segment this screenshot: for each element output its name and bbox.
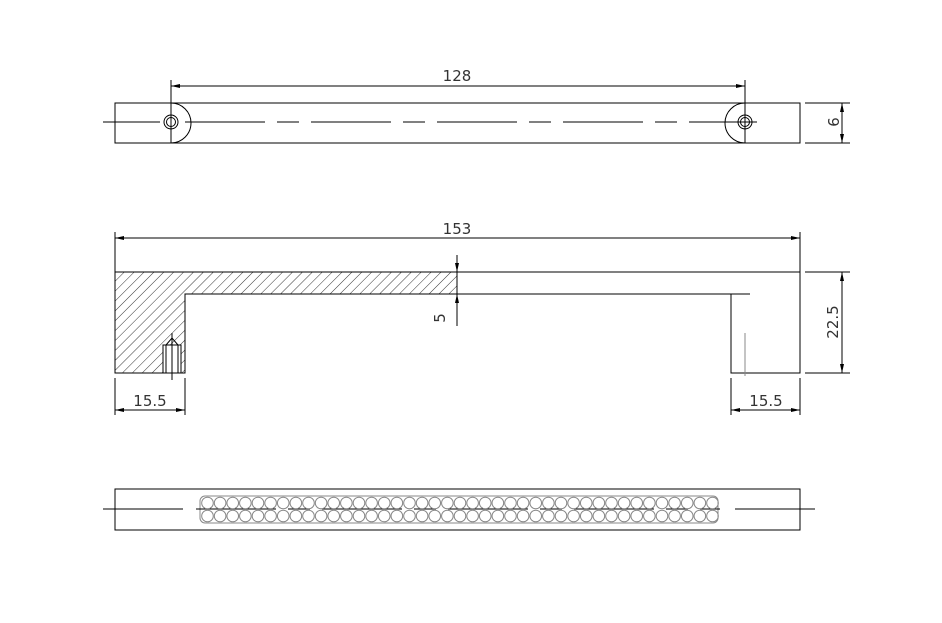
- crystal-stone: [352, 496, 366, 510]
- crystal-stone: [529, 496, 543, 510]
- dim-hole-spacing: 128: [443, 67, 472, 85]
- crystal-stone: [226, 509, 240, 523]
- crystal-stone: [352, 509, 366, 523]
- crystal-stone: [403, 496, 416, 510]
- dim-left-leg: 15.5: [133, 392, 166, 410]
- crystal-stone: [415, 496, 429, 510]
- crystal-stone: [655, 496, 669, 510]
- crystal-stone: [478, 509, 492, 523]
- crystal-stone: [390, 496, 404, 510]
- crystal-stone: [365, 509, 378, 523]
- crystal-stone: [213, 509, 227, 523]
- crystal-stone: [643, 496, 656, 510]
- crystal-stone: [567, 509, 580, 523]
- crystal-stone: [605, 496, 618, 510]
- crystal-stone: [390, 509, 404, 523]
- crystal-stone: [302, 496, 315, 510]
- crystal-stone: [239, 496, 252, 510]
- crystal-stone: [630, 509, 644, 523]
- dim-thickness: 9: [824, 117, 842, 127]
- dim-right-leg: 15.5: [749, 392, 782, 410]
- crystal-stone: [340, 496, 353, 510]
- crystal-stone: [655, 509, 669, 523]
- crystal-stone: [668, 496, 681, 510]
- crystal-stone: [264, 509, 277, 523]
- crystal-stone: [579, 496, 593, 510]
- crystal-stone: [478, 496, 492, 510]
- top-view: 128 9: [103, 67, 850, 144]
- crystal-stone: [264, 496, 277, 510]
- crystal-stone: [504, 496, 517, 510]
- crystal-stone: [340, 509, 353, 523]
- crystal-stone: [327, 496, 341, 510]
- crystal-stone: [706, 496, 719, 510]
- crystal-stone: [289, 509, 303, 523]
- front-view: 153 5 22.5 15.5 15.5: [114, 220, 850, 415]
- crystal-stone: [276, 496, 290, 510]
- crystal-stone: [680, 509, 694, 523]
- crystal-stone: [428, 496, 442, 510]
- crystal-stone: [302, 509, 315, 523]
- crystal-stone: [542, 509, 555, 523]
- crystal-stone: [377, 496, 391, 510]
- crystal-stone: [491, 509, 505, 523]
- crystal-stone: [201, 496, 214, 510]
- crystal-stone: [314, 509, 328, 523]
- crystal-stone: [693, 509, 707, 523]
- crystal-stone: [428, 509, 442, 523]
- crystal-stone: [213, 496, 227, 510]
- crystal-stone: [529, 509, 543, 523]
- crystal-stone: [516, 509, 530, 523]
- crystal-stone: [630, 496, 644, 510]
- crystal-stone: [592, 509, 606, 523]
- crystal-stone: [668, 509, 681, 523]
- crystal-stone: [693, 496, 707, 510]
- bottom-view: [103, 488, 815, 531]
- crystal-stone: [201, 509, 214, 523]
- crystal-stone: [617, 509, 631, 523]
- crystal-stone: [365, 496, 378, 510]
- crystal-stone: [491, 496, 505, 510]
- crystal-stone: [453, 509, 467, 523]
- crystal-stones: [201, 496, 719, 523]
- crystal-stone: [554, 509, 568, 523]
- crystal-stone: [441, 509, 454, 523]
- crystal-stone: [706, 509, 719, 523]
- crystal-stone: [567, 496, 580, 510]
- crystal-stone: [289, 496, 303, 510]
- crystal-stone: [466, 509, 479, 523]
- crystal-stone: [554, 496, 568, 510]
- crystal-stone: [441, 496, 454, 510]
- crystal-stone: [592, 496, 606, 510]
- crystal-stone: [680, 496, 694, 510]
- crystal-stone: [579, 509, 593, 523]
- crystal-stone: [466, 496, 479, 510]
- crystal-stone: [542, 496, 555, 510]
- crystal-stone: [453, 496, 467, 510]
- crystal-stone: [504, 509, 517, 523]
- crystal-stone: [251, 509, 265, 523]
- dim-height: 22.5: [824, 305, 842, 338]
- crystal-stone: [605, 509, 618, 523]
- crystal-stone: [377, 509, 391, 523]
- crystal-stone: [617, 496, 631, 510]
- crystal-stone: [643, 509, 656, 523]
- crystal-stone: [276, 509, 290, 523]
- dim-wall: 5: [431, 313, 449, 323]
- crystal-stone: [314, 496, 328, 510]
- dim-overall-length: 153: [443, 220, 472, 238]
- crystal-stone: [226, 496, 240, 510]
- crystal-stone: [251, 496, 265, 510]
- crystal-stone: [516, 496, 530, 510]
- crystal-stone: [327, 509, 341, 523]
- crystal-stone: [415, 509, 429, 523]
- crystal-stone: [239, 509, 252, 523]
- crystal-stone: [403, 509, 416, 523]
